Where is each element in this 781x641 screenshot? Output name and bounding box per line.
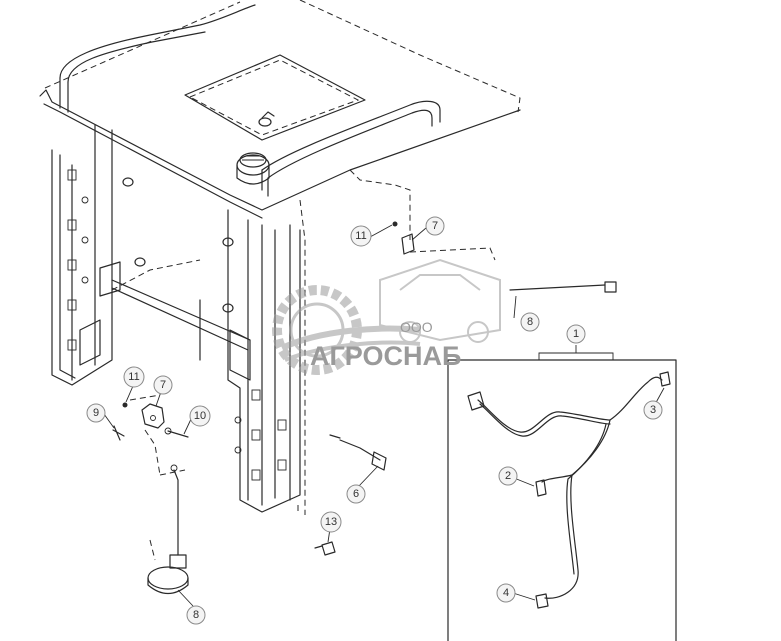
svg-text:10: 10 xyxy=(194,410,206,422)
callout-7-top: 7 xyxy=(425,216,445,236)
svg-text:3: 3 xyxy=(650,404,656,416)
callout-11-top: 11 xyxy=(350,225,372,247)
svg-text:8: 8 xyxy=(527,316,533,328)
callout-6: 6 xyxy=(346,484,366,504)
svg-text:7: 7 xyxy=(160,379,166,391)
cab-roof xyxy=(39,0,521,240)
callout-7-left: 7 xyxy=(153,375,173,395)
watermark-prefix: ООО xyxy=(400,319,433,335)
watermark-logo xyxy=(272,258,501,375)
harness-detail-box xyxy=(447,345,677,641)
svg-text:11: 11 xyxy=(355,230,366,242)
callout-10: 10 xyxy=(189,405,211,427)
svg-text:4: 4 xyxy=(503,587,509,599)
svg-text:13: 13 xyxy=(325,516,337,528)
svg-text:9: 9 xyxy=(93,407,99,419)
callout-1: 1 xyxy=(566,324,586,344)
svg-text:2: 2 xyxy=(505,470,511,482)
watermark-name: АГРОСНАБ xyxy=(310,341,461,371)
left-cab-post xyxy=(51,124,251,386)
callout-3: 3 xyxy=(643,400,663,420)
svg-text:8: 8 xyxy=(193,609,199,621)
left-horn-assembly xyxy=(112,394,189,595)
callout-8-bottom: 8 xyxy=(186,605,206,625)
callout-4: 4 xyxy=(496,583,516,603)
svg-text:7: 7 xyxy=(432,220,438,232)
right-horn-bracket xyxy=(392,221,617,293)
callout-2: 2 xyxy=(498,466,518,486)
parts-6-and-13 xyxy=(314,434,387,556)
leader-lines xyxy=(103,224,517,607)
callout-13: 13 xyxy=(320,511,342,533)
svg-text:11: 11 xyxy=(128,371,139,383)
right-cab-post xyxy=(227,199,306,515)
callout-9: 9 xyxy=(86,403,106,423)
svg-text:6: 6 xyxy=(353,488,359,500)
callout-11-left: 11 xyxy=(123,366,145,388)
callout-8-right: 8 xyxy=(520,312,540,332)
svg-text:1: 1 xyxy=(573,328,579,340)
